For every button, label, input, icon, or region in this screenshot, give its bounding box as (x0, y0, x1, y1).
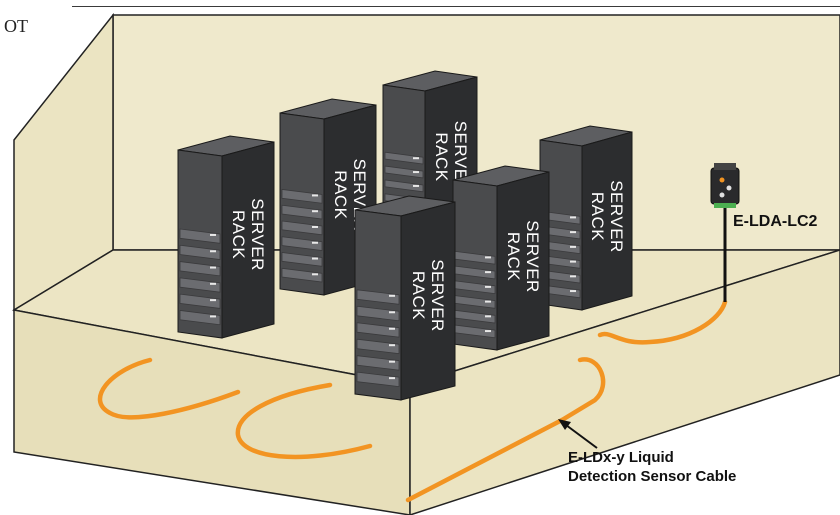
rack-label: SERVERRACK (432, 121, 470, 194)
server-led (485, 256, 491, 259)
led-icon (719, 177, 725, 183)
server-led (210, 266, 216, 269)
server-unit (179, 244, 221, 260)
rack-label: SERVERRACK (409, 259, 447, 332)
device-bottom (714, 203, 736, 208)
cable-segment (559, 357, 606, 423)
server-led (312, 225, 318, 228)
rack-front (354, 209, 402, 401)
rack-front (279, 112, 325, 296)
server-led (570, 260, 576, 263)
server-led (210, 233, 216, 236)
server-led (570, 216, 576, 219)
server-rack: SERVERRACK (177, 135, 275, 339)
server-rack: SERVERRACK (354, 195, 456, 401)
server-led (485, 315, 491, 318)
arrow-head (558, 419, 571, 430)
server-rack: SERVERRACK (539, 125, 633, 311)
server-led (485, 285, 491, 288)
cable-segment (97, 357, 241, 420)
cable-segment (235, 382, 373, 460)
leak-detector-device (710, 163, 740, 302)
server-led (570, 275, 576, 278)
sensor-cable (97, 299, 728, 503)
subfloor-right (409, 249, 840, 515)
server-led (210, 282, 216, 285)
server-unit (356, 305, 400, 322)
device-body (710, 167, 740, 205)
server-led (210, 299, 216, 302)
server-unit (179, 309, 221, 326)
server-unit (179, 228, 221, 244)
server-rack: SERVERRACK (452, 165, 550, 351)
cable-label-line1: E-LDx-y Liquid (568, 449, 674, 466)
server-led (210, 250, 216, 253)
device-label: E-LDA-LC2 (733, 213, 818, 230)
server-unit (179, 277, 221, 293)
rack-label: SERVERRACK (229, 198, 267, 271)
server-unit (281, 220, 323, 236)
server-led (413, 171, 419, 174)
rack-front (452, 179, 498, 351)
server-led (389, 327, 395, 330)
server-unit (281, 267, 323, 283)
server-led (389, 294, 395, 297)
server-led (312, 241, 318, 244)
server-unit (384, 179, 424, 193)
server-unit (281, 204, 323, 220)
server-led (389, 377, 395, 380)
server-unit (384, 151, 424, 165)
callout-arrow (558, 419, 598, 449)
server-led (485, 330, 491, 333)
top-rule (72, 6, 840, 7)
subfloor-front (13, 309, 411, 515)
server-unit (356, 322, 400, 338)
rack-label: SERVERRACK (588, 180, 626, 253)
server-unit (179, 293, 221, 309)
server-led (389, 344, 395, 347)
server-racks: SERVERRACK SERVERRACK SERVERRACK SERVERRACK… (177, 70, 633, 401)
server-led (413, 184, 419, 187)
server-led (312, 257, 318, 260)
server-unit (281, 236, 323, 251)
cable-segment (405, 417, 565, 503)
server-led (485, 300, 491, 303)
server-unit (281, 188, 323, 204)
server-unit (356, 289, 400, 305)
cable-label-line2: Detection Sensor Cable (568, 468, 737, 485)
rack-front (177, 149, 223, 339)
server-unit (356, 371, 400, 388)
server-led (389, 360, 395, 363)
server-led (570, 231, 576, 234)
led-icon (719, 192, 725, 198)
server-led (389, 311, 395, 314)
server-unit (356, 355, 400, 371)
server-led (312, 194, 318, 197)
server-led (570, 245, 576, 248)
server-led (312, 210, 318, 213)
server-unit (356, 338, 400, 355)
led-icon (726, 185, 732, 191)
cropped-text-fragment: OT (4, 16, 28, 36)
cable-segment (597, 299, 728, 345)
arrow-line (565, 424, 598, 449)
server-led (413, 157, 419, 160)
cable-label: E-LDx-y Liquid Detection Sensor Cable (568, 448, 736, 486)
device-top (714, 163, 736, 170)
server-led (312, 273, 318, 276)
server-led (210, 315, 216, 318)
server-unit (281, 252, 323, 267)
server-unit (384, 165, 424, 179)
server-led (485, 271, 491, 274)
server-unit (179, 261, 221, 277)
rack-label: SERVERRACK (504, 220, 542, 293)
server-led (570, 290, 576, 293)
